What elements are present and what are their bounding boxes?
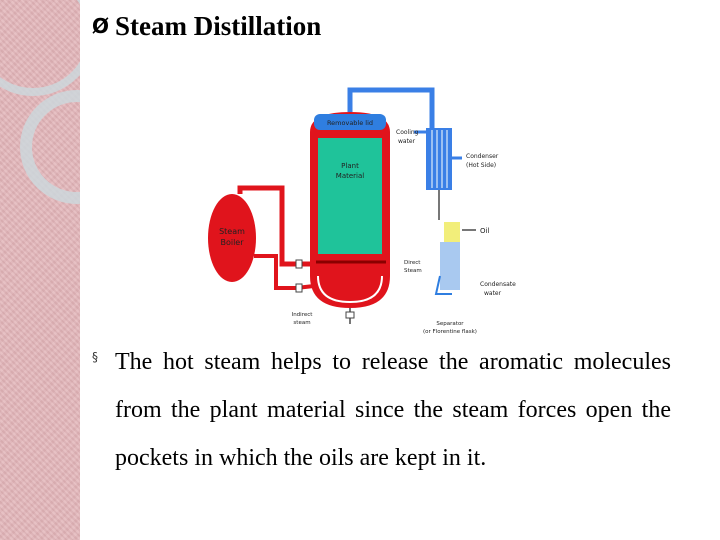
separator-water-layer [440, 242, 460, 290]
separator-label: (or Florentine flask) [423, 329, 477, 335]
valve-icon [295, 283, 303, 293]
steam-boiler [208, 194, 256, 282]
bullet-icon: § [92, 350, 98, 364]
diagram-svg: Steam Boiler Removable lid Plant Materia… [208, 87, 516, 335]
decorative-sidebar [0, 0, 80, 540]
plant-material [318, 138, 382, 254]
oil-label: Oil [480, 227, 489, 235]
decorative-ring [20, 90, 80, 204]
steam-jacket [317, 275, 383, 304]
condensate-label: water [484, 290, 502, 297]
valve-icon [295, 259, 303, 269]
direct-steam-label: Steam [404, 268, 422, 274]
title-bullet-icon: Ø [92, 14, 110, 38]
plant-material-label: Material [336, 172, 364, 180]
indirect-steam-label: Indirect [292, 312, 314, 318]
lid [314, 114, 386, 130]
plant-material-label: Plant [341, 162, 359, 170]
decorative-ring [0, 0, 80, 96]
separator-outlet [434, 275, 452, 295]
condenser [426, 128, 452, 190]
slide-title: Steam Distillation [115, 10, 322, 41]
removable-lid-label: Removable lid [327, 119, 373, 127]
steam-boiler-label: Boiler [220, 238, 244, 247]
direct-steam-label: Direct [404, 260, 421, 266]
indirect-steam-label: steam [293, 320, 310, 326]
vapour-pipe [347, 87, 435, 128]
condensate-label: Condensate [480, 281, 516, 288]
steam-boiler-label: Steam [219, 227, 245, 236]
cooling-water-label: Cooling [396, 129, 419, 136]
cooling-water-label: water [398, 138, 416, 145]
separator-label: Separator [436, 321, 464, 327]
separator-oil-layer [444, 222, 460, 242]
steam-distillation-diagram: Steam Boiler Removable lid Plant Materia… [200, 80, 520, 340]
bullet-text: The hot steam helps to release the aroma… [115, 349, 671, 471]
valve-icon [345, 311, 355, 319]
title-row: Ø Steam Distillation [92, 6, 321, 46]
condenser-label: (Hot Side) [466, 162, 496, 169]
condenser-label: Condenser [466, 153, 499, 160]
